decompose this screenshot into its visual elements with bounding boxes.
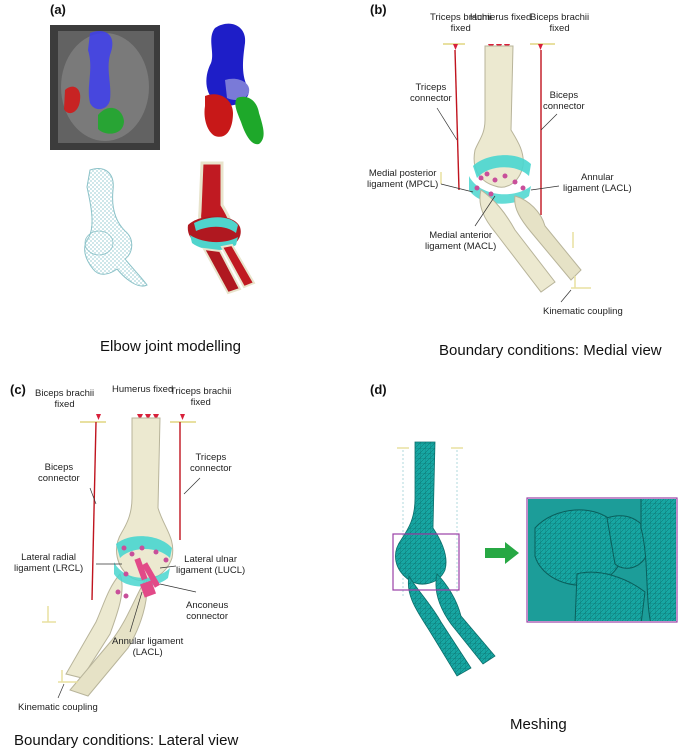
label-triceps-fixed-c: Triceps brachii fixed — [170, 386, 232, 408]
panel-a-caption: Elbow joint modelling — [100, 338, 241, 355]
label-macl: Medial anterior ligament (MACL) — [425, 230, 497, 252]
mesh-model-image — [392, 441, 678, 677]
ligament-model-image — [187, 161, 256, 295]
label-triceps-fixed: Triceps brachii fixed — [430, 12, 492, 34]
biceps-fixed-marker — [530, 43, 555, 50]
label-lacl: Annular ligament (LACL) — [563, 172, 632, 194]
humerus-fixed-marker-c — [137, 414, 159, 420]
panel-b-caption: Boundary conditions: Medial view — [439, 342, 662, 359]
label-kinematic-coupling: Kinematic coupling — [543, 306, 623, 317]
label-biceps-fixed: Biceps brachii fixed — [530, 12, 590, 34]
lateral-view-model — [42, 414, 201, 699]
label-mpcl: Medial posterior ligament (MPCL) — [367, 168, 439, 190]
label-humerus-fixed: Humerus fixed — [470, 12, 532, 23]
panel-d: (d) — [345, 378, 685, 751]
label-lucl: Lateral ulnar ligament (LUCL) — [176, 554, 246, 576]
label-triceps-connector: Triceps connector — [410, 82, 452, 104]
panel-c-label: (c) — [10, 382, 26, 397]
panel-c-caption: Boundary conditions: Lateral view — [14, 732, 239, 749]
label-kinematic-coupling-c: Kinematic coupling — [18, 702, 98, 713]
kinematic-coupling-marker — [440, 172, 591, 289]
panel-d-caption: Meshing — [510, 716, 567, 733]
triceps-fixed-marker — [443, 43, 465, 50]
panel-b-label: (b) — [370, 2, 387, 17]
label-lacl-c: Annular ligament (LACL) — [112, 636, 184, 658]
panel-a-label: (a) — [50, 2, 66, 17]
kinematic-coupling-marker-c — [42, 606, 78, 683]
label-anconeus: Anconeus connector — [186, 600, 229, 622]
label-triceps-connector-c: Triceps connector — [190, 452, 232, 474]
label-humerus-fixed-c: Humerus fixed — [112, 384, 174, 395]
label-biceps-connector: Biceps connector — [543, 90, 585, 112]
panel-b: (b) — [345, 0, 685, 370]
panel-a: (a) Elbow joint modelling — [0, 0, 340, 370]
panel-c: (c) — [0, 378, 340, 751]
label-lrcl: Lateral radial ligament (LRCL) — [14, 552, 84, 574]
segmented-bones-image — [204, 23, 264, 145]
panel-d-label: (d) — [370, 382, 387, 397]
mesh-wireframe-image — [84, 168, 148, 287]
zoom-selection-frame — [392, 533, 460, 591]
triceps-fixed-marker-c — [170, 414, 196, 423]
label-biceps-fixed-c: Biceps brachii fixed — [35, 388, 95, 410]
ct-scan-image — [50, 25, 160, 150]
biceps-connector-line-c — [91, 421, 97, 601]
medial-view-model — [436, 43, 591, 303]
triceps-connector-line — [454, 49, 460, 191]
biceps-fixed-marker-c — [80, 414, 106, 423]
zoom-arrow — [485, 542, 519, 564]
label-biceps-connector-c: Biceps connector — [38, 462, 80, 484]
